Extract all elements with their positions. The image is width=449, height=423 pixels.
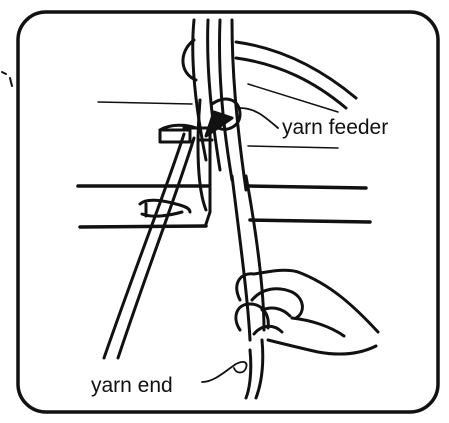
yarn-end-leader xyxy=(202,362,247,382)
frame-border xyxy=(18,12,438,412)
yarn-feeder-label: yarn feeder xyxy=(282,117,388,138)
yarn-end-label: yarn end xyxy=(91,375,173,396)
yarn-feeder-part xyxy=(200,99,240,140)
left-yarn-strand xyxy=(104,134,194,358)
yarn-feeder-leader xyxy=(240,108,278,128)
hand xyxy=(236,270,378,354)
edge-mark xyxy=(2,72,12,86)
rail-clip xyxy=(140,200,190,216)
